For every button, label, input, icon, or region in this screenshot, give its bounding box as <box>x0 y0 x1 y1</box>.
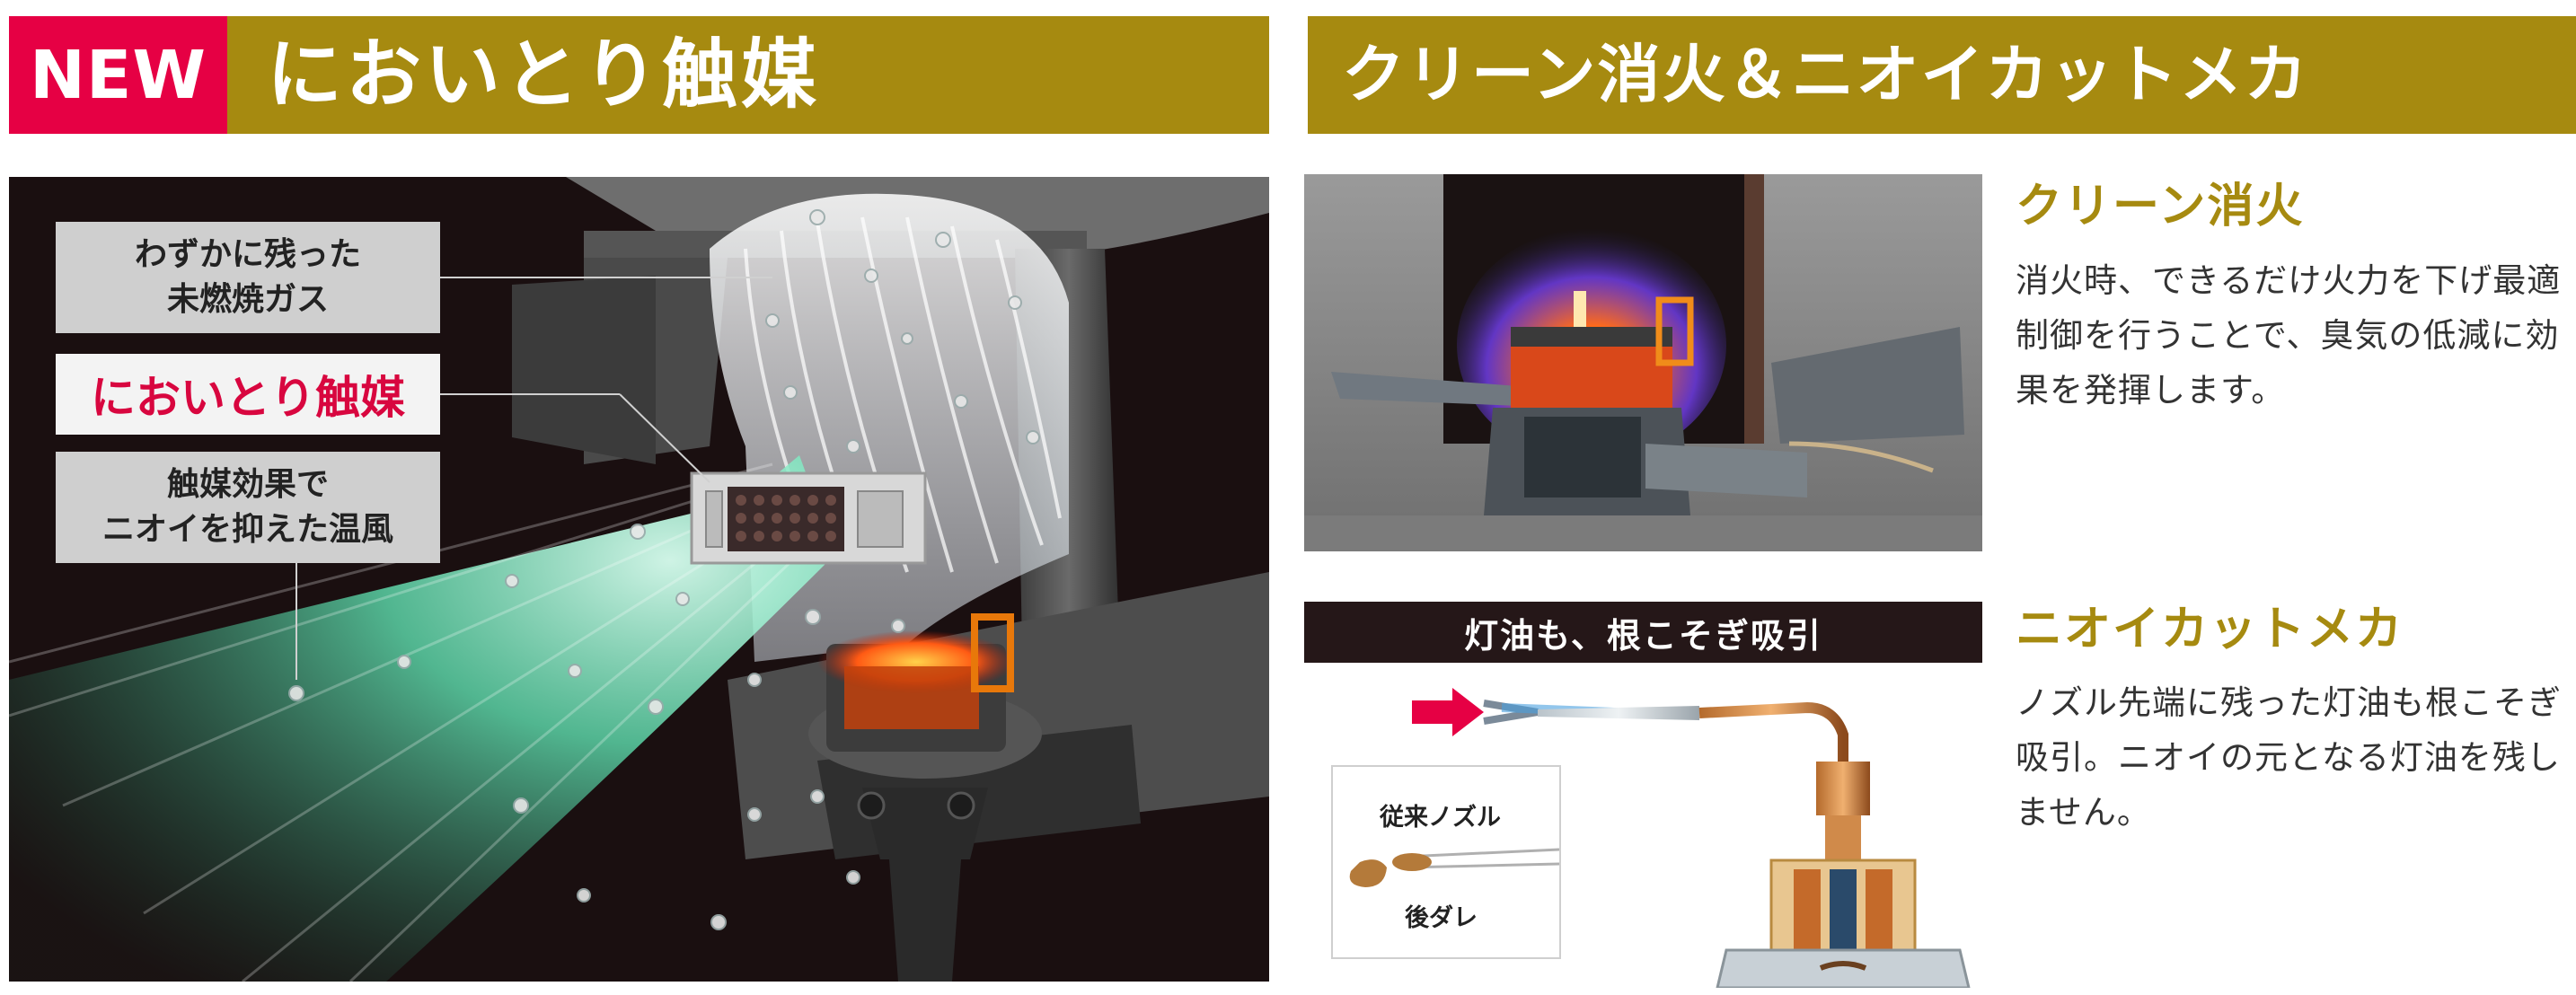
suction-banner: 灯油も、根こそぎ吸引 <box>1304 602 1982 663</box>
burner-flame-illustration <box>1304 174 1982 551</box>
odor-cut-title: ニオイカットメカ <box>2016 603 2404 656</box>
catalyst-heading: においとり触媒 <box>267 31 821 119</box>
deodorized-air-text: 触媒効果で ニオイを抑えた温風 <box>101 466 393 548</box>
unburned-gas-text: わずかに残った 未燃焼ガス <box>134 236 361 318</box>
odor-cut-body: ノズル先端に残った灯油も根こそぎ吸引。ニオイの元となる灯油を残しません。 <box>2016 683 2562 832</box>
catalyst-label-text: においとり触媒 <box>91 372 405 424</box>
left-header: NEW においとり触媒 <box>9 16 1269 134</box>
burner-flame-image <box>1304 174 1982 551</box>
clean-extinguish-title: クリーン消火 <box>2016 180 2305 233</box>
new-badge: NEW <box>9 16 227 134</box>
unburned-gas-label: わずかに残った 未燃焼ガス <box>56 222 440 333</box>
nozzle-diagram-image <box>1412 688 1971 988</box>
heater-cutaway-image <box>9 177 1269 982</box>
clean-odor-heading: クリーン消火＆ニオイカットメカ <box>1342 38 2309 111</box>
conventional-nozzle-icon <box>1349 848 1559 887</box>
clean-extinguish-body: 消火時、できるだけ火力を下げ最適制御を行うことで、臭気の低減に効果を発揮します。 <box>2016 261 2562 409</box>
red-arrow-icon <box>1412 688 1484 736</box>
conventional-nozzle-label: 従来ノズル <box>1380 804 1501 832</box>
deodorized-air-label: 触媒効果で ニオイを抑えた温風 <box>56 452 440 563</box>
heater-cutaway-illustration: わずかに残った 未燃焼ガス においとり触媒 触媒効果で ニオイを抑えた温風 <box>9 177 1269 982</box>
drip-label: 後ダレ <box>1405 904 1478 932</box>
catalyst-label: においとり触媒 <box>56 354 440 435</box>
right-header: クリーン消火＆ニオイカットメカ <box>1308 16 2576 134</box>
conventional-nozzle-box: 従来ノズル 後ダレ <box>1331 765 1561 959</box>
